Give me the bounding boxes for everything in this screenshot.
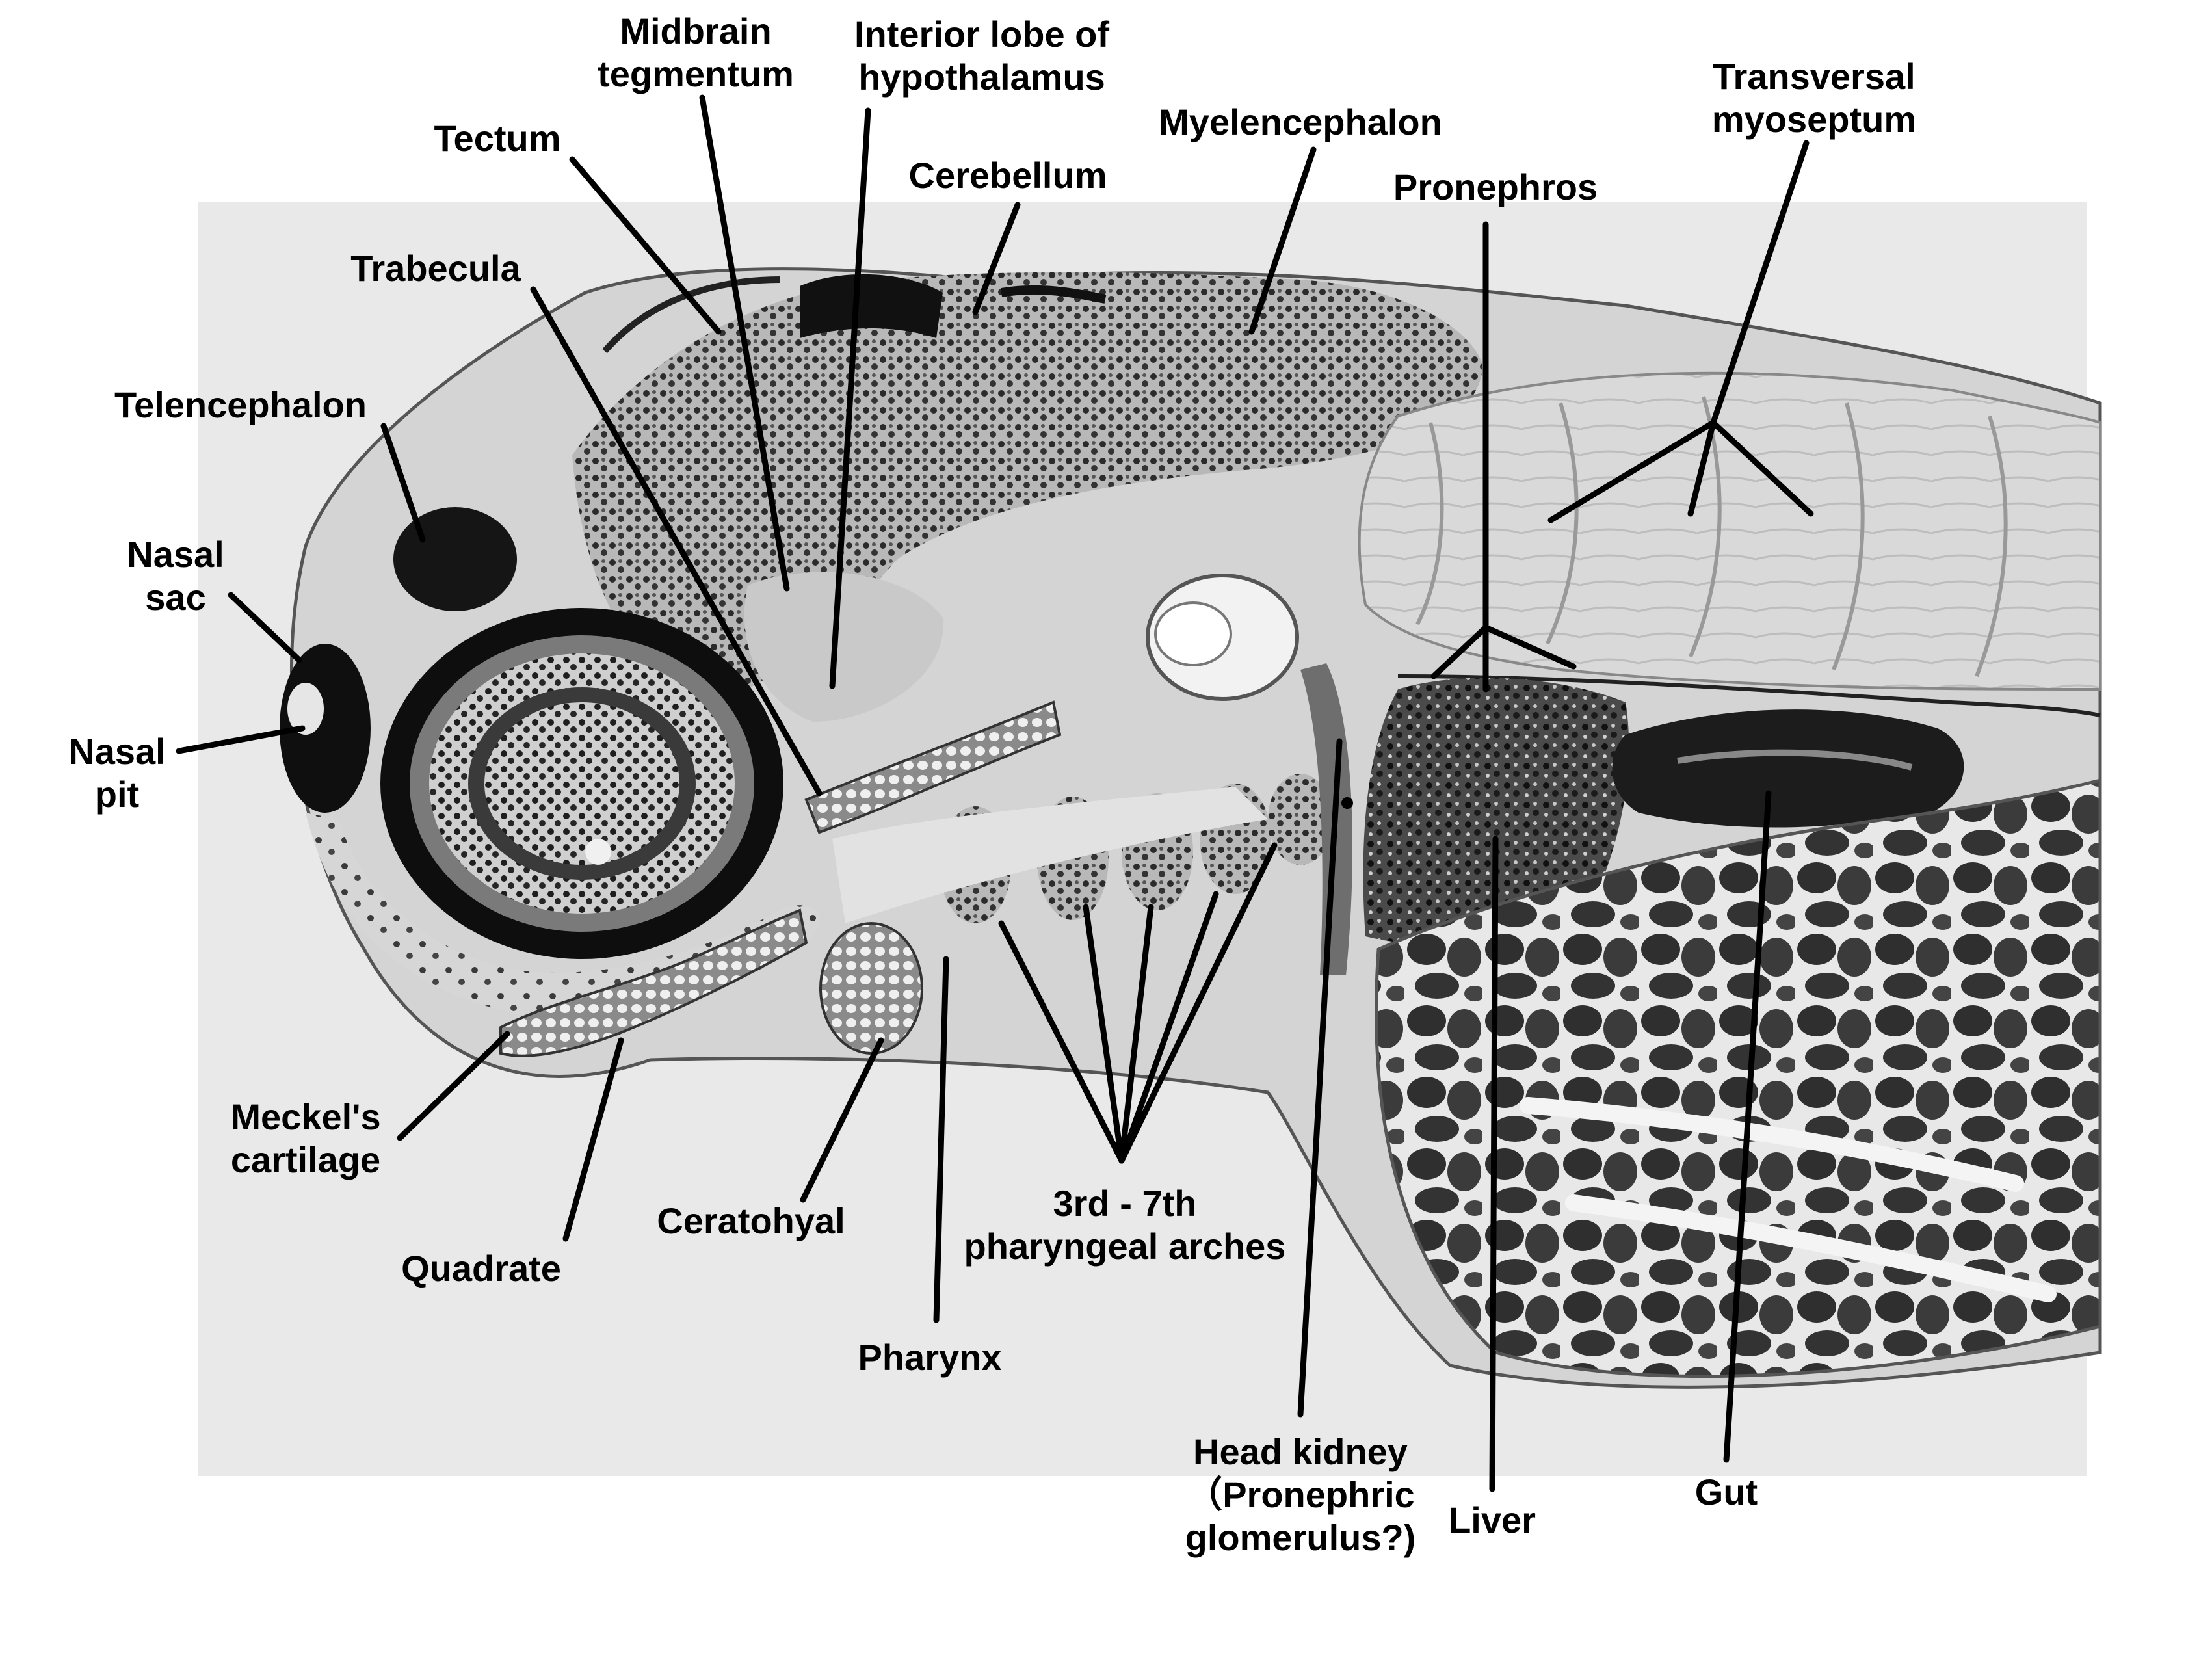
telencephalon-shape [393,507,517,611]
gut-shape [1612,709,1964,828]
trunk-muscle [1358,371,2101,691]
label-liver: Liver [1449,1499,1536,1540]
myoseptum-dark-line [1397,674,2101,717]
leader-dot-head-kidney [1341,797,1353,809]
hypothalamus-region [744,572,943,722]
ceratohyal-cartilage [819,922,923,1055]
label-quadrate: Quadrate [401,1248,561,1289]
otolith [1154,601,1232,666]
label-cerebellum: Cerebellum [908,155,1107,196]
yolk-mass [1375,778,2102,1378]
label-nasal-sac: Nasal sac [127,534,224,618]
tectum-dark-cap [800,274,943,338]
label-tectum: Tectum [434,118,561,159]
trabecula-cartilage [804,700,1062,834]
cerebellum-cap [1000,285,1107,304]
meckel-quadrate-cartilage [499,908,808,1057]
yolk-cracks [1520,1097,2057,1302]
label-telencephalon: Telencephalon [114,384,367,425]
label-pharynx: Pharynx [858,1337,1002,1378]
liver-shape [1363,678,1629,946]
label-nasal-pit: Nasal pit [68,731,166,815]
label-pronephros: Pronephros [1393,166,1598,207]
pharynx-lumen [832,787,1268,923]
gut-lumen [1677,749,1913,771]
label-pharyngeal-arches: 3rd - 7th pharyngeal arches [964,1183,1286,1267]
label-ceratohyal: Ceratohyal [657,1200,845,1241]
label-myelencephalon: Myelencephalon [1159,101,1442,142]
label-transversal-myoseptum: Transversal myoseptum [1711,56,1917,140]
label-meckels-cartilage: Meckel's cartilage [230,1096,381,1180]
eye-lens-area [484,702,679,865]
label-gut: Gut [1694,1471,1758,1512]
nasal-pit-hole [287,683,324,735]
label-trabecula: Trabecula [350,248,521,289]
label-head-kidney: Head kidney （Pronephric glomerulus?) [1185,1431,1416,1558]
eye-lens-spot [585,839,611,865]
label-midbrain-tegmentum: Midbrain tegmentum [598,10,794,94]
label-interior-lobe-hypothalamus: Interior lobe of hypothalamus [854,14,1109,98]
leader-lines [176,94,1814,1492]
